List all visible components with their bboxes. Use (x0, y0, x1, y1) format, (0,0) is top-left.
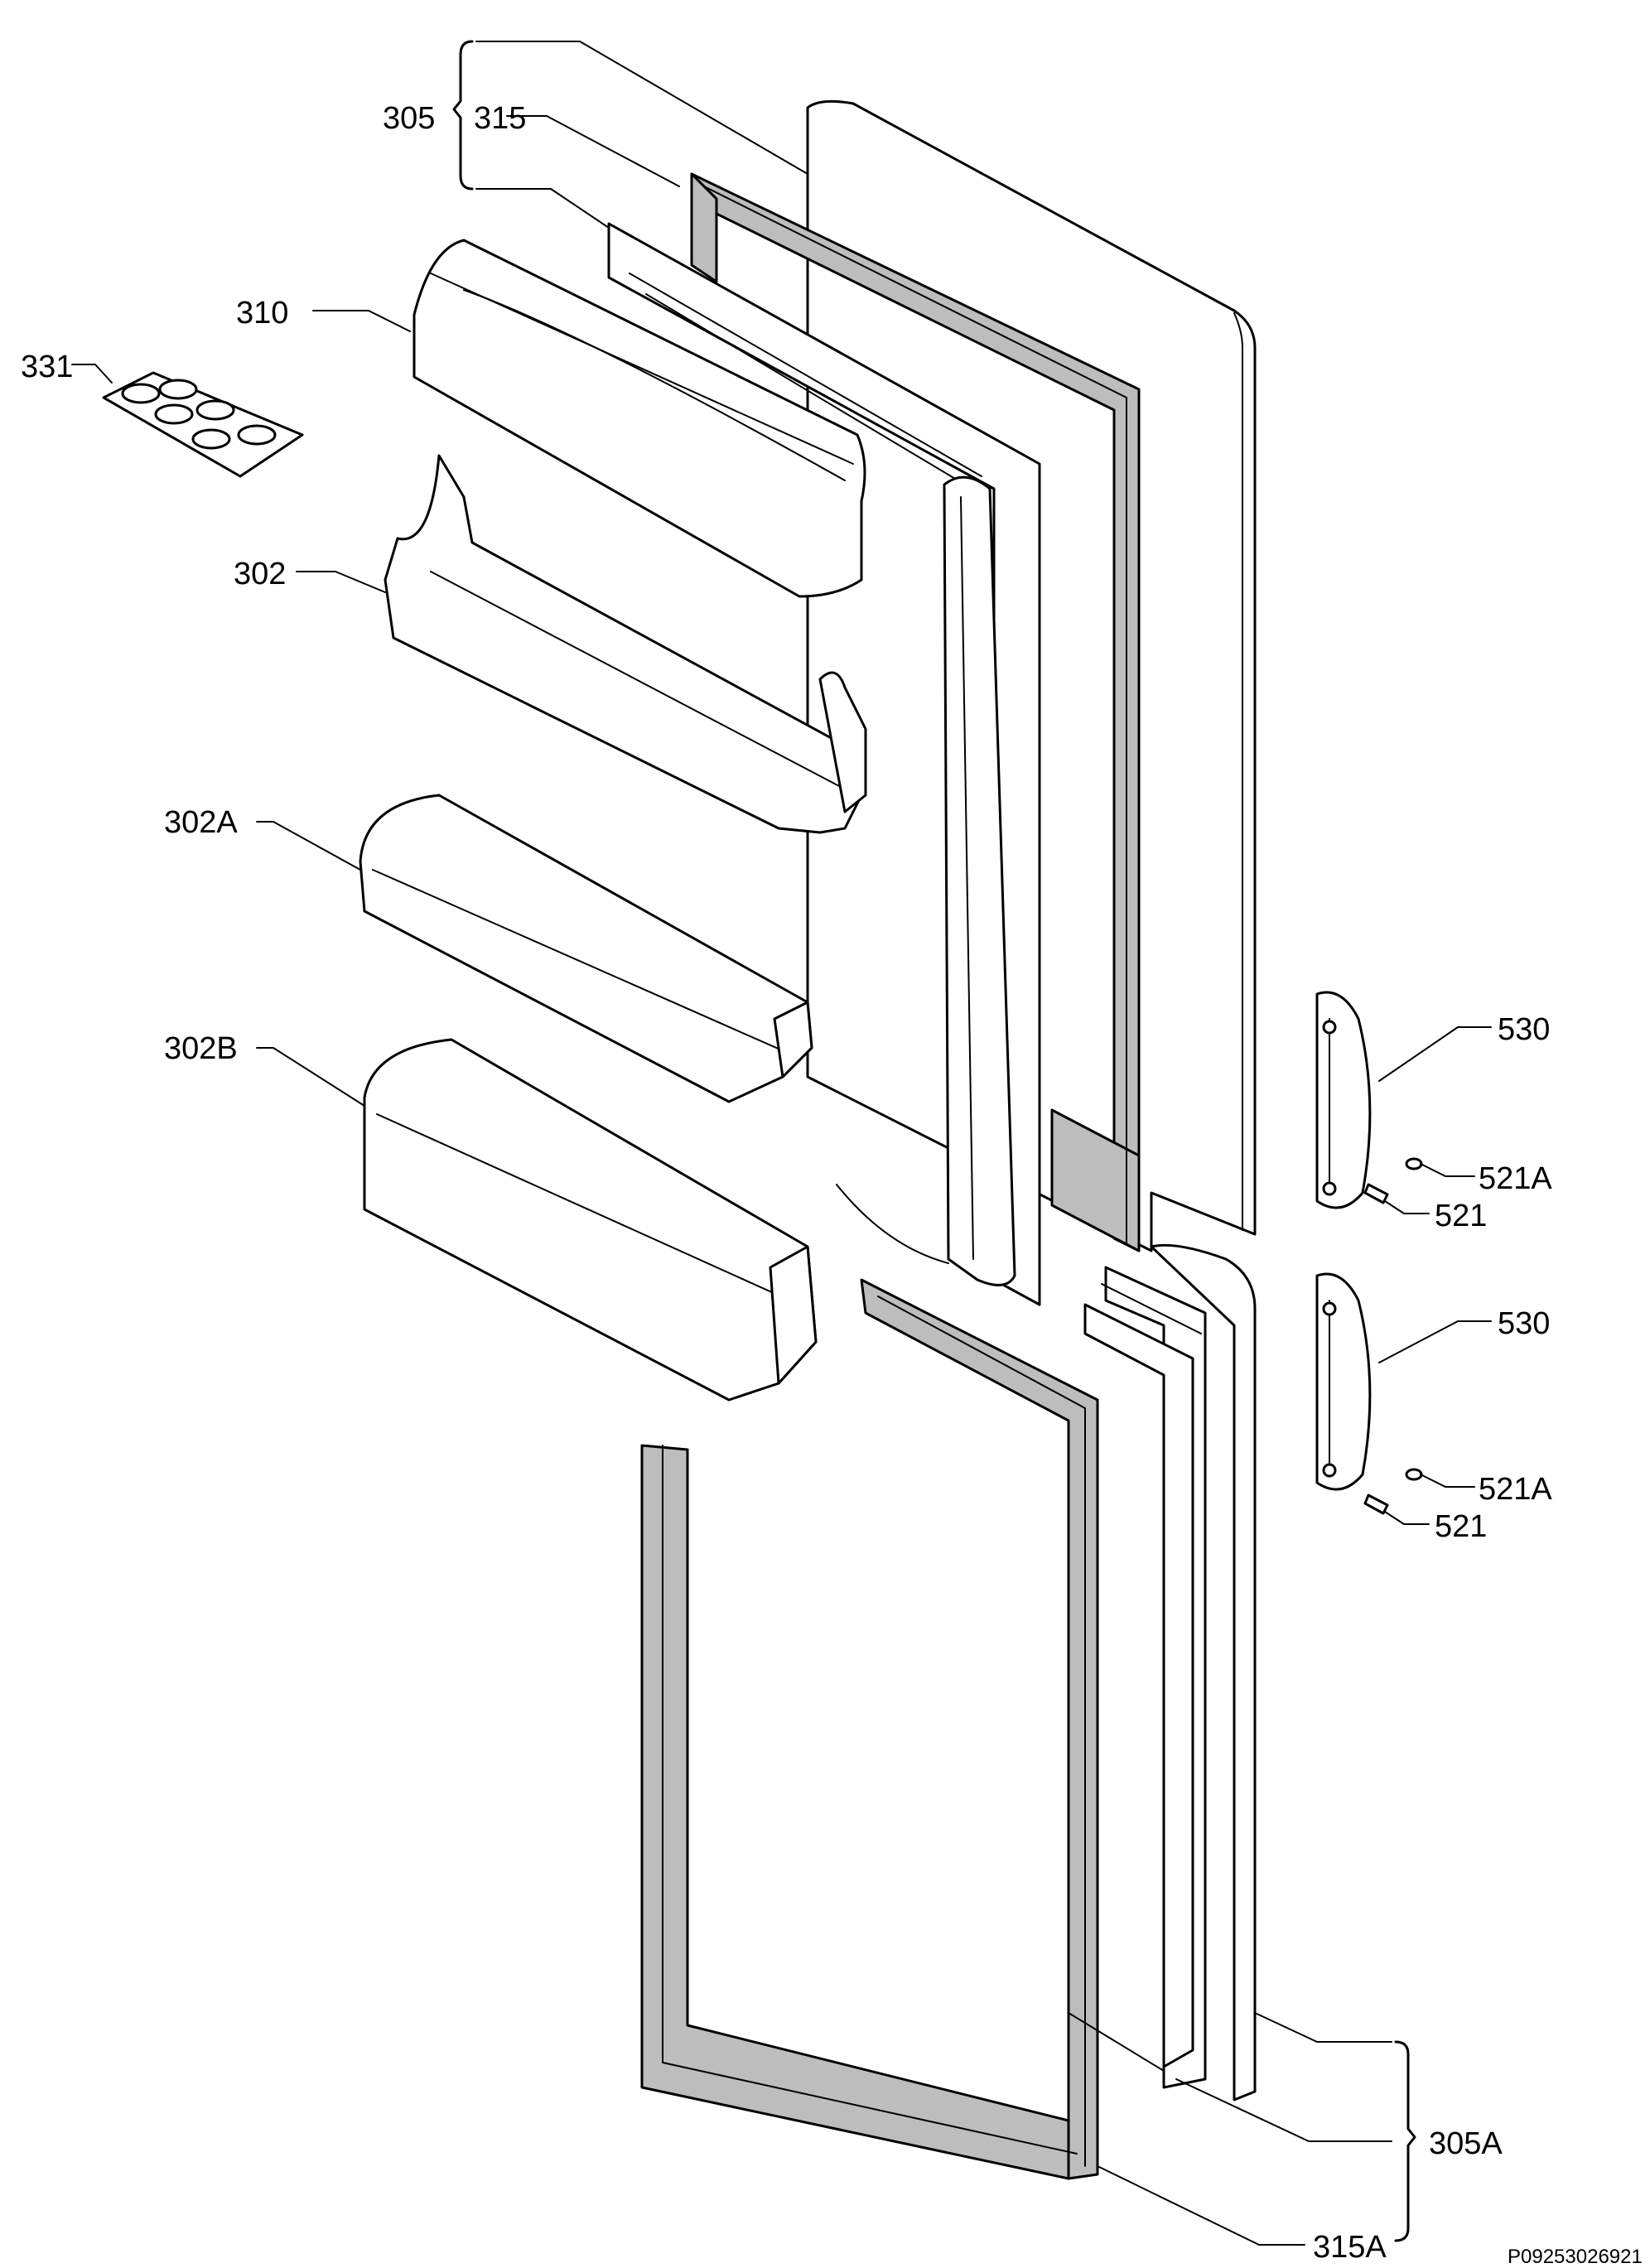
label-305a: 305A (1429, 2126, 1503, 2161)
label-305: 305 (383, 101, 435, 136)
label-331: 331 (21, 350, 73, 384)
lower-gasket (640, 1278, 1099, 2180)
bracket-305 (452, 40, 474, 191)
door-shelf-302b (363, 1038, 818, 1402)
label-530-top: 530 (1498, 1012, 1550, 1047)
bracket-305a (1394, 2040, 1416, 2242)
label-310: 310 (236, 296, 288, 331)
lower-door-panel (1068, 1243, 1257, 2102)
label-530-bottom: 530 (1498, 1306, 1550, 1341)
shelf-cover (412, 239, 866, 598)
label-521-top: 521 (1435, 1199, 1487, 1233)
label-521a-bottom: 521A (1479, 1472, 1552, 1507)
label-302: 302 (234, 557, 286, 591)
door-shelf-302a (359, 794, 813, 1103)
upper-screw-set (1363, 1157, 1423, 1204)
label-315a: 315A (1313, 2230, 1387, 2265)
lower-handle (1315, 1272, 1372, 1491)
label-315: 315 (474, 101, 526, 136)
leader-lines (71, 41, 1492, 2246)
upper-gasket (690, 172, 1141, 1252)
label-302a: 302A (164, 805, 238, 840)
upper-inner-liner (607, 222, 1041, 1306)
egg-tray (102, 371, 304, 478)
upper-handle (1315, 991, 1372, 1209)
label-521-bottom: 521 (1435, 1509, 1487, 1544)
label-302b: 302B (164, 1031, 238, 1066)
drawing-code: P09253026921 (1508, 2246, 1643, 2268)
door-shelf-302 (384, 454, 867, 834)
label-521a-top: 521A (1479, 1161, 1552, 1196)
lower-screw-set (1363, 1468, 1423, 1515)
